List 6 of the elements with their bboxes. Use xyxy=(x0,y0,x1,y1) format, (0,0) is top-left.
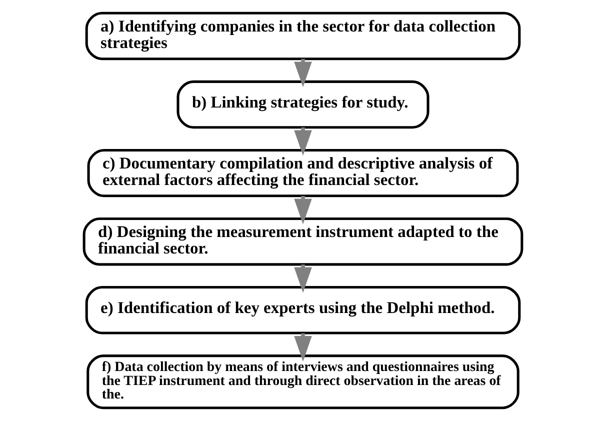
node-box: e) Identification of key experts using the Delphi method. xyxy=(85,286,521,334)
node-box: b) Linking strategies for study. xyxy=(176,80,430,129)
node-box: a) Identifying companies in the sector for data collection strategies xyxy=(85,12,521,60)
node-box: c) Documentary compilation and descriptive analysis of external factors affecting the financial sector. xyxy=(87,148,519,198)
node-box: d) Designing the measurement instrument adapted to the financial sector. xyxy=(82,217,524,266)
node-box: f) Data collection by means of interviews and questionnaires using the TIEP instrument and through direct observation in the areas of the. xyxy=(86,354,520,410)
